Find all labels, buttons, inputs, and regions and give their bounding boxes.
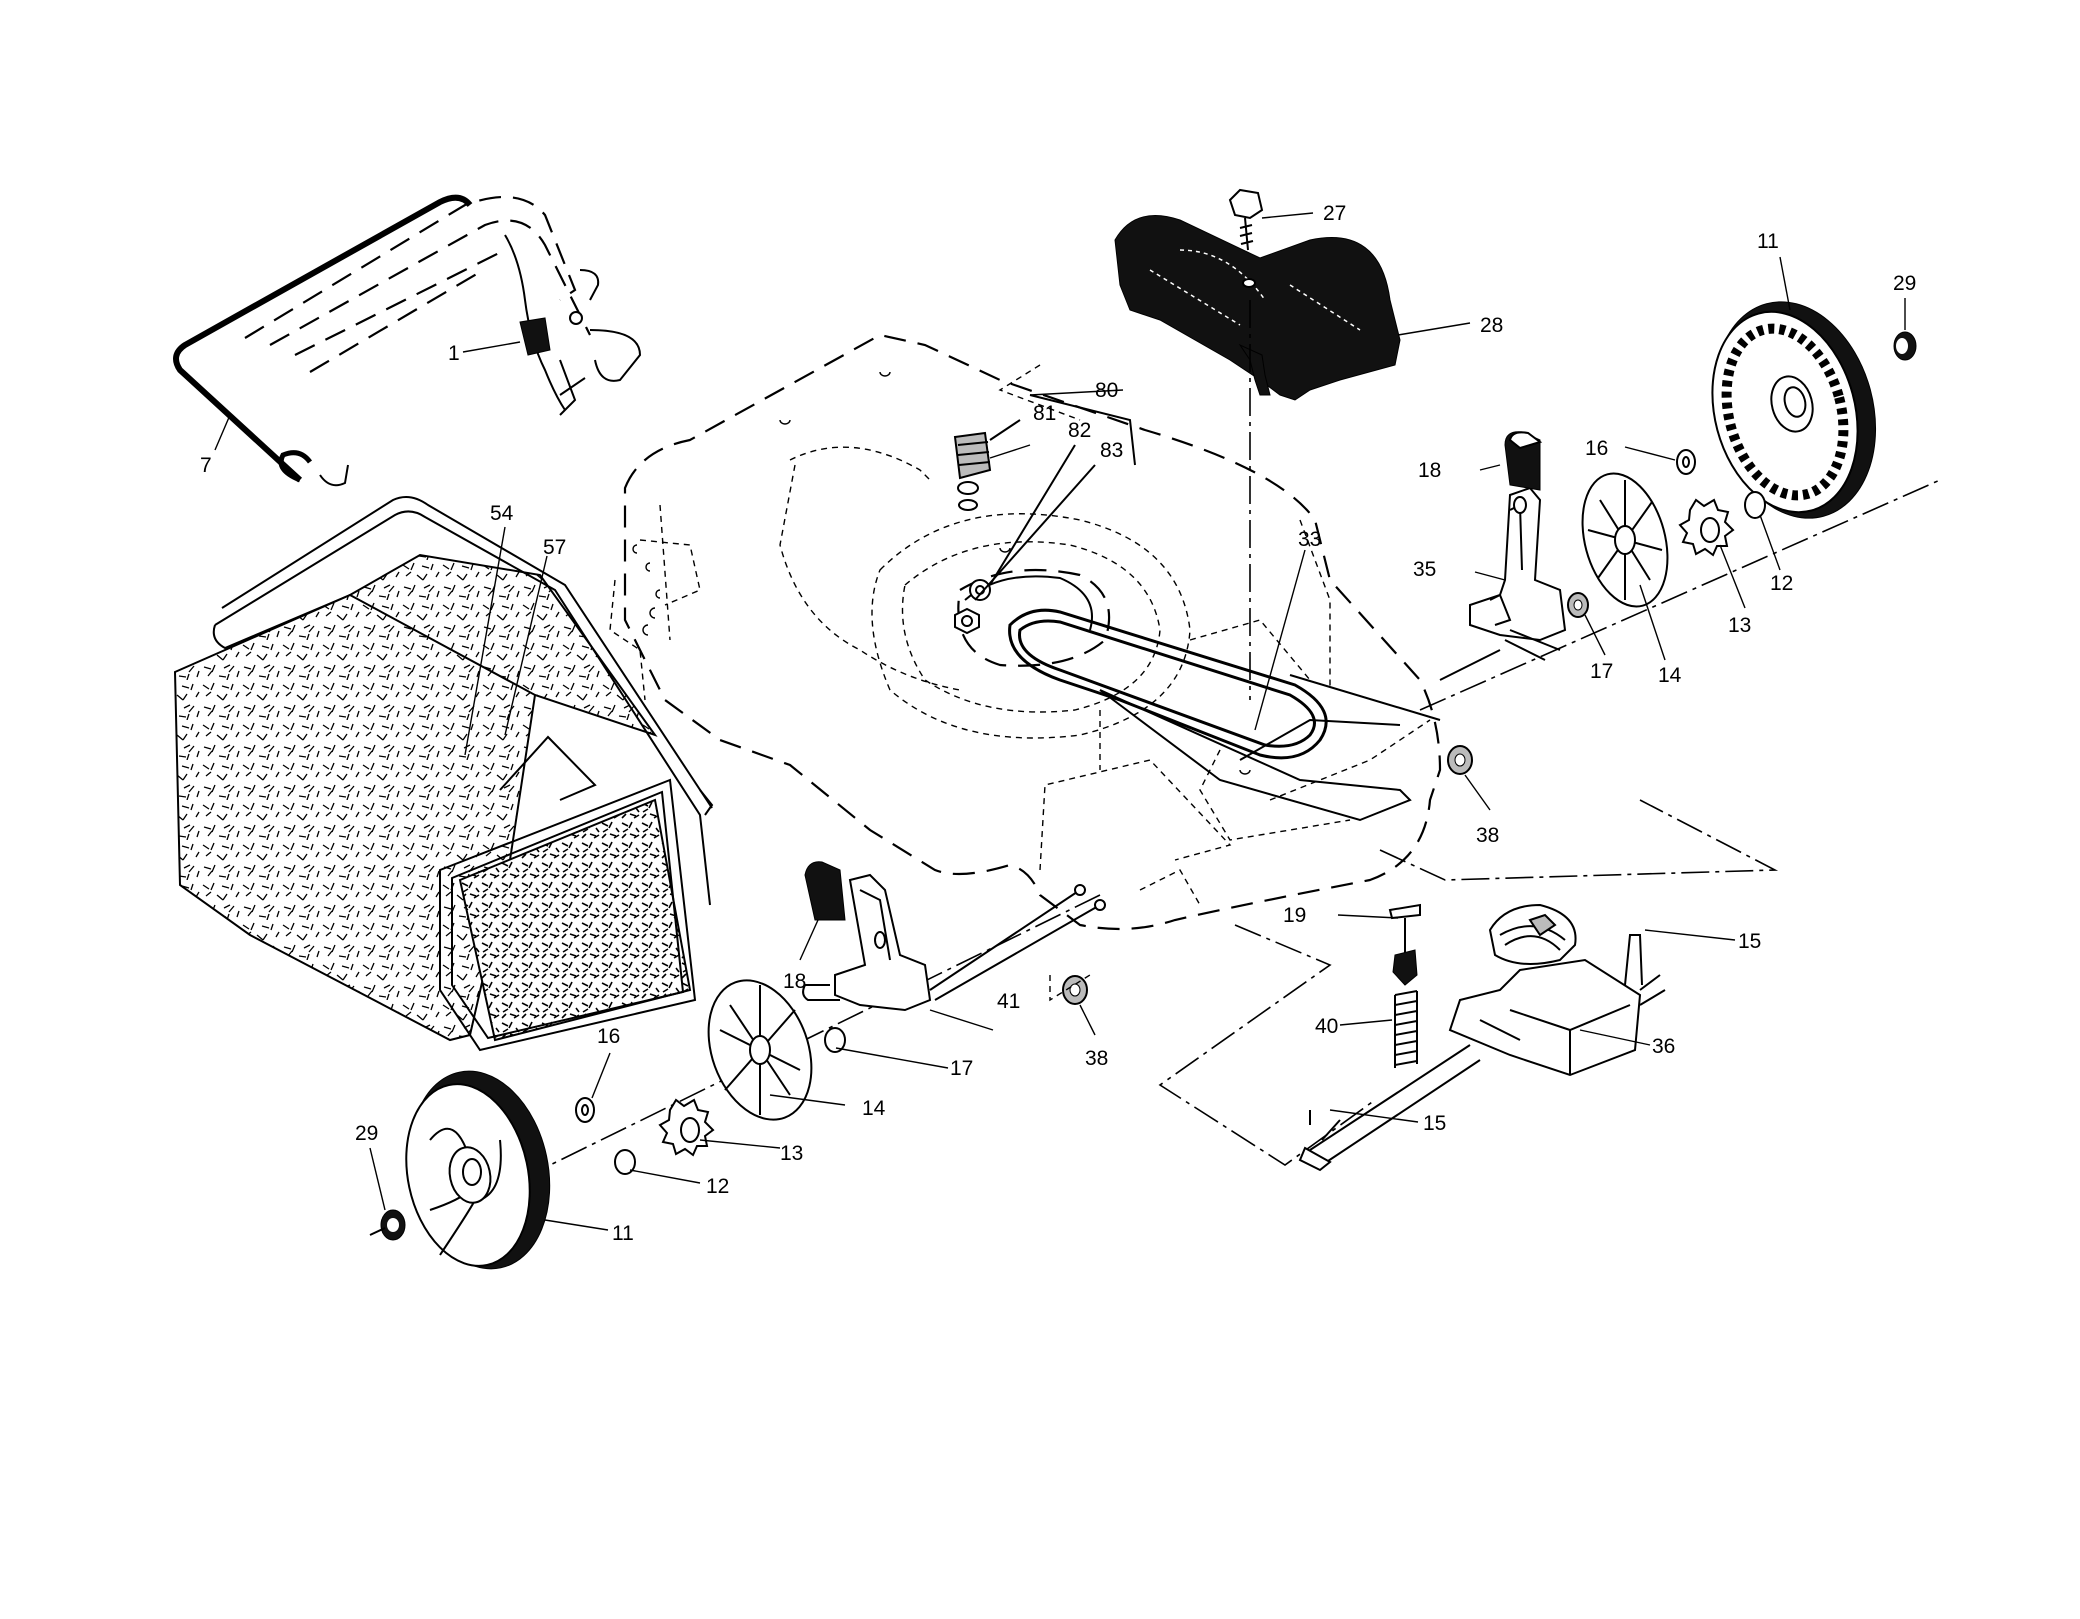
handle-assembly: [173, 194, 642, 487]
label-part-83: 83: [1100, 439, 1123, 462]
label-part-17-left: 17: [950, 1057, 973, 1080]
label-part-16-right: 16: [1585, 437, 1608, 460]
label-part-29-right: 29: [1893, 272, 1916, 295]
left-drive-parts: [539, 861, 1106, 1175]
label-part-29-left: 29: [355, 1122, 378, 1145]
label-part-57: 57: [543, 536, 566, 559]
transmission: [1158, 799, 1779, 1172]
label-part-13-right: 13: [1728, 614, 1751, 637]
label-part-18-left: 18: [783, 970, 806, 993]
grass-catcher: [173, 495, 714, 1052]
label-part-82: 82: [1068, 419, 1091, 442]
label-part-12-right: 12: [1770, 572, 1793, 595]
label-part-15-lower: 15: [1423, 1112, 1446, 1135]
right-drive-parts: [1419, 431, 1941, 775]
label-part-80: 80: [1095, 379, 1118, 402]
label-part-33: 33: [1298, 528, 1321, 551]
label-part-54: 54: [490, 502, 514, 525]
label-part-11-left: 11: [612, 1222, 634, 1245]
spindle-parts: [953, 394, 1136, 601]
control-cable: [504, 234, 586, 411]
label-part-17-right: 17: [1590, 660, 1613, 683]
label-part-15-upper: 15: [1738, 930, 1761, 953]
label-part-11-right: 11: [1757, 230, 1779, 253]
label-part-40: 40: [1315, 1015, 1338, 1038]
label-part-38-left: 38: [1085, 1047, 1108, 1070]
label-part-7: 7: [200, 454, 212, 477]
label-part-35: 35: [1413, 558, 1436, 581]
rear-wheel-right: [1711, 301, 1917, 519]
label-part-12-left: 12: [706, 1175, 729, 1198]
label-part-18-right: 18: [1418, 459, 1441, 482]
label-part-14-left: 14: [862, 1097, 886, 1120]
label-part-81: 81: [1033, 402, 1056, 425]
label-part-19: 19: [1283, 904, 1306, 927]
label-part-27: 27: [1323, 202, 1346, 225]
label-part-1: 1: [448, 342, 460, 365]
leader-lines: [214, 212, 1906, 1231]
label-part-38-right: 38: [1476, 824, 1499, 847]
label-part-14-right: 14: [1658, 664, 1682, 687]
label-part-41: 41: [997, 990, 1020, 1013]
rear-wheel-left: [369, 1070, 551, 1270]
label-part-13-left: 13: [780, 1142, 803, 1165]
part-labels: 1 7 54 57 81 80 82 83 27 28 33 11 29 16 …: [200, 202, 1916, 1245]
mower-deck: [609, 333, 1442, 931]
belt-cover: [1114, 188, 1401, 700]
label-part-16-left: 16: [597, 1025, 620, 1048]
label-part-28: 28: [1480, 314, 1503, 337]
label-part-36: 36: [1652, 1035, 1675, 1058]
